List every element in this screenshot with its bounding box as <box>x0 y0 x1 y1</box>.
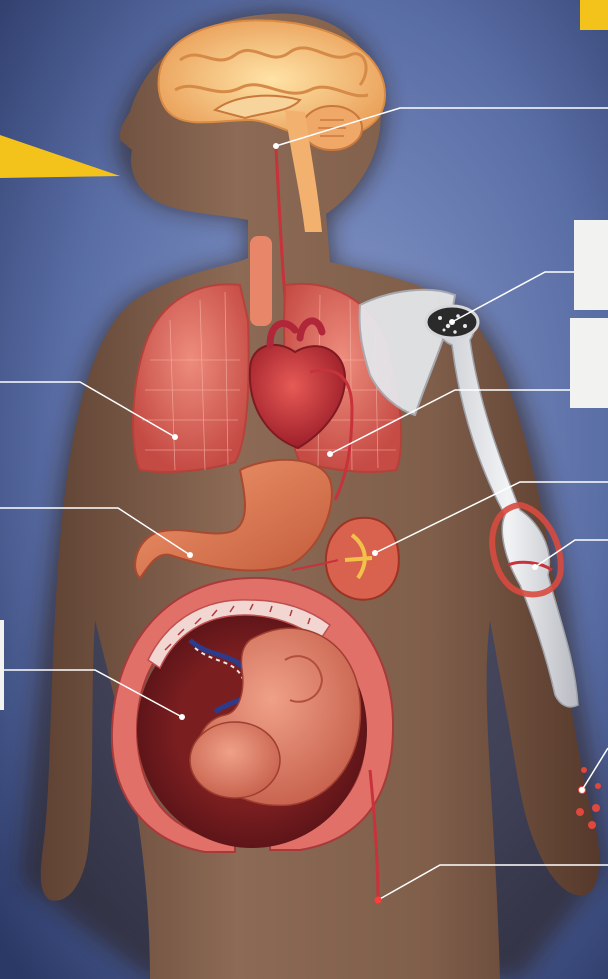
yellow-corner-tab <box>580 0 608 30</box>
callout-box-heart <box>570 318 608 408</box>
fetus-head <box>190 722 280 798</box>
uterus-with-fetus-illustration <box>112 578 393 852</box>
callout-box-uterus <box>0 620 4 710</box>
trachea <box>250 236 272 326</box>
callout-box-bone <box>574 220 608 310</box>
